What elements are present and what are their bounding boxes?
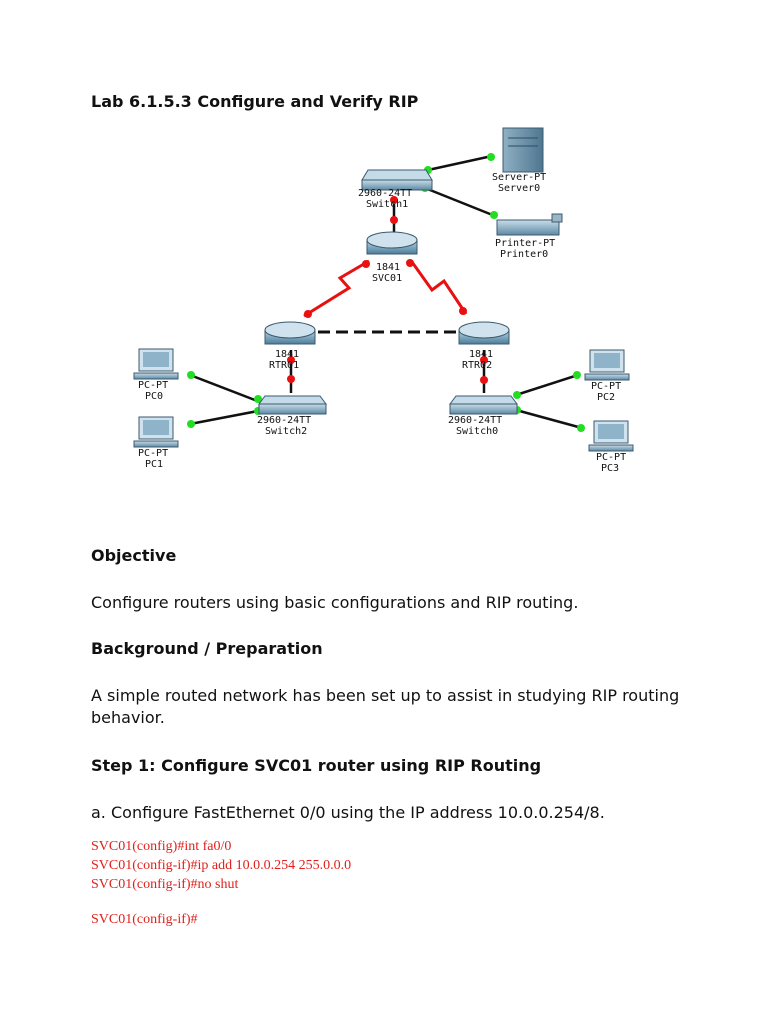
rtr01-model-label: 1841	[275, 349, 299, 360]
pc0-name-label: PC0	[145, 391, 163, 402]
server-model-label: Server-PT	[492, 172, 546, 183]
pc2-computer-icon	[584, 349, 630, 381]
link-svc01-rtr02	[410, 261, 468, 315]
switch2-name-label: Switch2	[265, 426, 307, 437]
code-line-2: SVC01(config-if)#ip add 10.0.0.254 255.0…	[91, 858, 352, 873]
switch2-icon	[258, 395, 327, 415]
link-pc0-switch2	[189, 373, 261, 404]
pc3-model-label: PC-PT	[596, 452, 626, 463]
switch0-name-label: Switch0	[456, 426, 498, 437]
link-switch1-printer	[424, 186, 496, 218]
page-title: Lab 6.1.5.3 Configure and Verify RIP	[91, 92, 419, 111]
step1-heading: Step 1: Configure SVC01 router using RIP…	[91, 756, 542, 775]
printer-name-label: Printer0	[500, 249, 548, 260]
code-line-1: SVC01(config)#int fa0/0	[91, 839, 232, 854]
printer-model-label: Printer-PT	[495, 238, 555, 249]
network-topology-diagram: Server-PT Server0 Printer-PT Printer0 29…	[133, 127, 634, 474]
pc2-name-label: PC2	[597, 392, 615, 403]
server-icon	[502, 127, 544, 173]
pc0-model-label: PC-PT	[138, 380, 168, 391]
link-svc01-rtr01	[303, 259, 370, 318]
switch1-name-label: Switch1	[366, 199, 408, 210]
link-switch0-pc2	[515, 373, 579, 397]
pc2-model-label: PC-PT	[591, 381, 621, 392]
switch1-icon	[361, 169, 433, 191]
code-line-3: SVC01(config-if)#no shut	[91, 877, 239, 892]
switch0-icon	[449, 395, 518, 415]
ethernet-links	[189, 154, 583, 430]
pc3-name-label: PC3	[601, 463, 619, 474]
link-pc1-switch2	[189, 409, 259, 426]
switch1-model-label: 2960-24TT	[358, 188, 412, 199]
pc3-computer-icon	[588, 420, 634, 452]
rtr02-name-label: RTR02	[462, 360, 492, 371]
rtr02-router-icon	[458, 321, 510, 345]
svc01-name-label: SVC01	[372, 273, 402, 284]
rtr02-model-label: 1841	[469, 349, 493, 360]
background-text: A simple routed network has been set up …	[91, 686, 680, 727]
step1a-text: a. Configure FastEthernet 0/0 using the …	[91, 803, 605, 822]
svc01-router-icon	[366, 231, 418, 255]
code-line-4: SVC01(config-if)#	[91, 912, 198, 927]
printer-icon	[496, 213, 563, 236]
link-switch0-pc3	[515, 408, 583, 430]
svc01-model-label: 1841	[376, 262, 400, 273]
switch0-model-label: 2960-24TT	[448, 415, 502, 426]
pc0-computer-icon	[133, 348, 179, 380]
server-name-label: Server0	[498, 183, 540, 194]
pc1-model-label: PC-PT	[138, 448, 168, 459]
rtr01-router-icon	[264, 321, 316, 345]
switch2-model-label: 2960-24TT	[257, 415, 311, 426]
objective-text: Configure routers using basic configurat…	[91, 593, 579, 612]
background-heading: Background / Preparation	[91, 639, 323, 658]
pc1-computer-icon	[133, 416, 179, 448]
link-switch1-server	[427, 154, 493, 172]
rtr01-name-label: RTR01	[269, 360, 299, 371]
objective-heading: Objective	[91, 546, 177, 565]
pc1-name-label: PC1	[145, 459, 163, 470]
